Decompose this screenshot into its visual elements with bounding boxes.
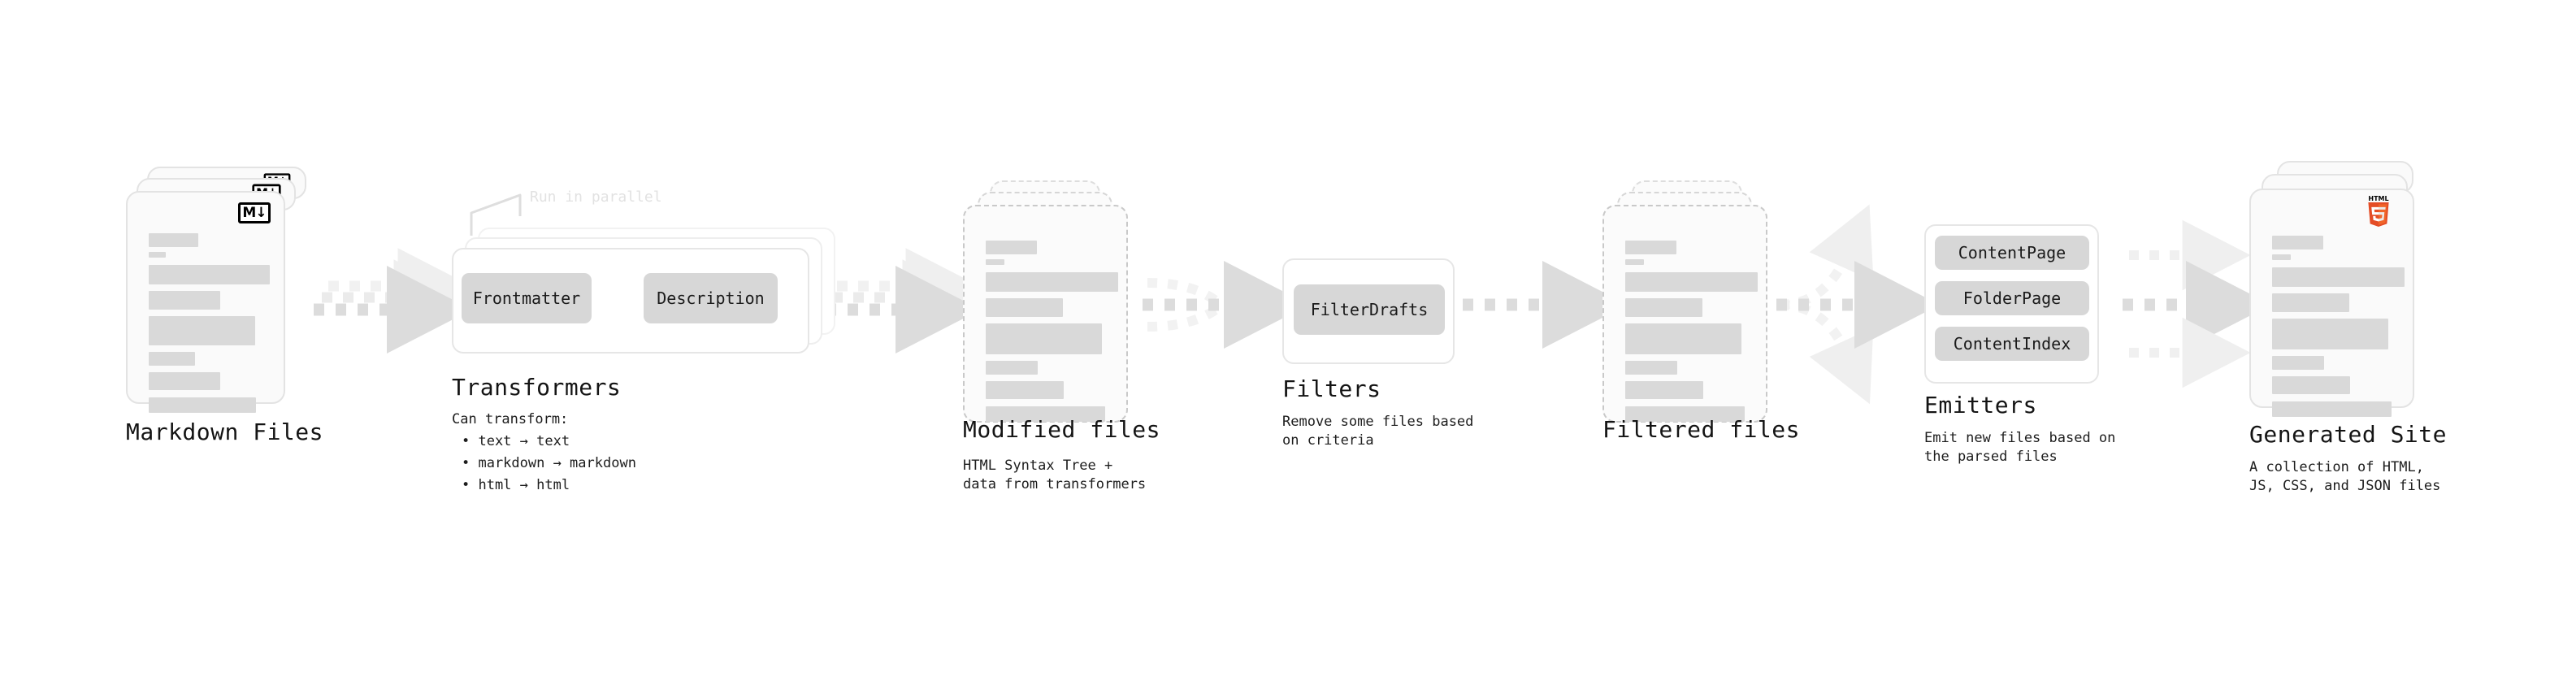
html5-badge-word: HTML (2368, 195, 2389, 202)
connector-transformers-to-modified (826, 248, 981, 354)
filter-chip-filterdrafts[interactable]: FilterDrafts (1294, 284, 1445, 335)
filtered-card-front (1602, 205, 1767, 423)
site-content-lines (2272, 232, 2405, 417)
transformers-bullet-1: • markdown → markdown (462, 455, 636, 471)
modified-card-front (963, 205, 1128, 423)
content-bar (1625, 323, 1741, 354)
content-bar (149, 316, 255, 345)
content-bar (1625, 298, 1702, 317)
filters-subtitle: Remove some files based on criteria (1282, 414, 1474, 449)
content-bar (2272, 376, 2350, 394)
caption-modified-files: Modified files (963, 416, 1161, 443)
html5-badge: HTML (2365, 195, 2392, 228)
transformers-subtitle: Can transform: (452, 411, 569, 427)
modified-files-subtitle: HTML Syntax Tree + data from transformer… (963, 458, 1147, 492)
connector-markdown-to-transformers (314, 248, 472, 354)
caption-generated-site: Generated Site (2249, 421, 2448, 448)
content-bar (1625, 381, 1703, 399)
markdown-file-stack: M↓ M↓ M↓ (126, 167, 313, 427)
content-bar (1625, 259, 1644, 265)
markdown-content-lines (149, 230, 270, 413)
transformer-chip-frontmatter[interactable]: Frontmatter (462, 273, 592, 323)
content-bar (2272, 319, 2388, 349)
caption-transformers: Transformers (452, 374, 622, 401)
html5-shield-icon (2368, 202, 2389, 228)
caption-filtered-files: Filtered files (1602, 416, 1801, 443)
content-bar (149, 372, 220, 390)
content-bar (2272, 267, 2405, 287)
content-bar (2272, 401, 2392, 417)
content-bar (2272, 254, 2291, 260)
content-bar (149, 352, 195, 366)
content-bar (2272, 356, 2324, 370)
content-bar (2272, 293, 2349, 312)
content-bar (986, 298, 1063, 317)
caption-filters: Filters (1282, 375, 1381, 402)
connector-filtered-to-emitters (1776, 204, 1940, 405)
caption-emitters: Emitters (1924, 392, 2037, 419)
content-bar (1625, 361, 1677, 375)
run-in-parallel-label: Run in parallel (530, 189, 662, 206)
emitters-subtitle: Emit new files based on the parsed files (1924, 430, 2116, 465)
markdown-card-front: M↓ (126, 191, 285, 413)
content-bar (1625, 241, 1676, 254)
generated-site-subtitle: A collection of HTML, JS, CSS, and JSON … (2249, 459, 2441, 494)
content-bar (149, 252, 166, 258)
emitter-chip-folderpage[interactable]: FolderPage (1935, 281, 2089, 315)
modified-file-stack (963, 180, 1142, 424)
content-bar (986, 323, 1102, 354)
transformers-bullet-2: • html → html (462, 477, 570, 493)
stage-markdown-files: M↓ M↓ M↓ (126, 167, 313, 427)
stage-filtered-files (1602, 180, 1781, 424)
connector-modified-to-filters (1143, 261, 1309, 349)
content-bar (1625, 406, 1745, 422)
filtered-content-lines (1625, 237, 1758, 422)
transformer-chip-description[interactable]: Description (644, 273, 778, 323)
modified-content-lines (986, 237, 1118, 422)
connector-emitters-to-site (2123, 219, 2271, 388)
content-bar (149, 291, 220, 310)
filtered-file-stack (1602, 180, 1781, 424)
content-bar (149, 265, 270, 284)
content-bar (986, 361, 1038, 375)
caption-markdown-files: Markdown Files (126, 419, 324, 445)
content-bar (986, 272, 1118, 292)
site-card-front: HTML (2249, 189, 2414, 417)
stage-generated-site: CSS HTML (2249, 161, 2436, 421)
generated-site-stack: CSS HTML (2249, 161, 2436, 421)
content-bar (149, 397, 256, 413)
emitter-chip-contentpage[interactable]: ContentPage (1935, 236, 2089, 270)
content-bar (986, 241, 1037, 254)
content-bar (2272, 236, 2323, 249)
content-bar (986, 406, 1105, 422)
emitter-chip-contentindex[interactable]: ContentIndex (1935, 327, 2089, 361)
content-bar (986, 259, 1004, 265)
markdown-badge: M↓ (238, 202, 271, 223)
stage-modified-files (963, 180, 1142, 424)
transformers-bullet-0: • text → text (462, 433, 570, 449)
content-bar (149, 233, 198, 247)
content-bar (986, 381, 1064, 399)
content-bar (1625, 272, 1758, 292)
